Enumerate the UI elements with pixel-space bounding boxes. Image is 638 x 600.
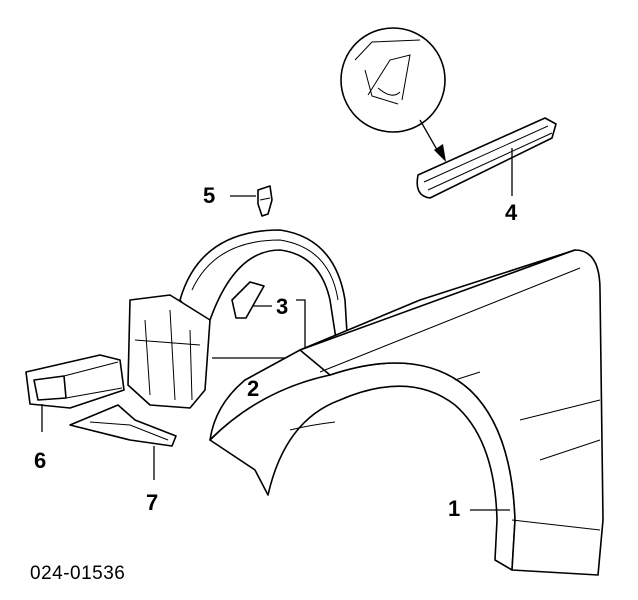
part-7-deflector (69, 404, 177, 480)
callout-5: 5 (203, 183, 216, 208)
part-3-bracket (231, 281, 272, 319)
callout-1: 1 (448, 496, 461, 521)
callout-4: 4 (505, 200, 518, 225)
detail-arrow-icon (434, 144, 446, 162)
callout-7: 7 (146, 490, 159, 515)
part-1-front-fender (209, 249, 604, 576)
diagram-code: 024-01536 (30, 563, 126, 584)
part-4-trim-strip (340, 27, 557, 199)
callout-3: 3 (276, 294, 289, 319)
part-6-air-duct (25, 354, 125, 432)
leader-line-2 (212, 299, 306, 359)
callout-6: 6 (34, 448, 47, 473)
detail-magnifier-circle (340, 27, 446, 133)
callout-2: 2 (247, 376, 260, 401)
part-5-clip (230, 185, 273, 217)
